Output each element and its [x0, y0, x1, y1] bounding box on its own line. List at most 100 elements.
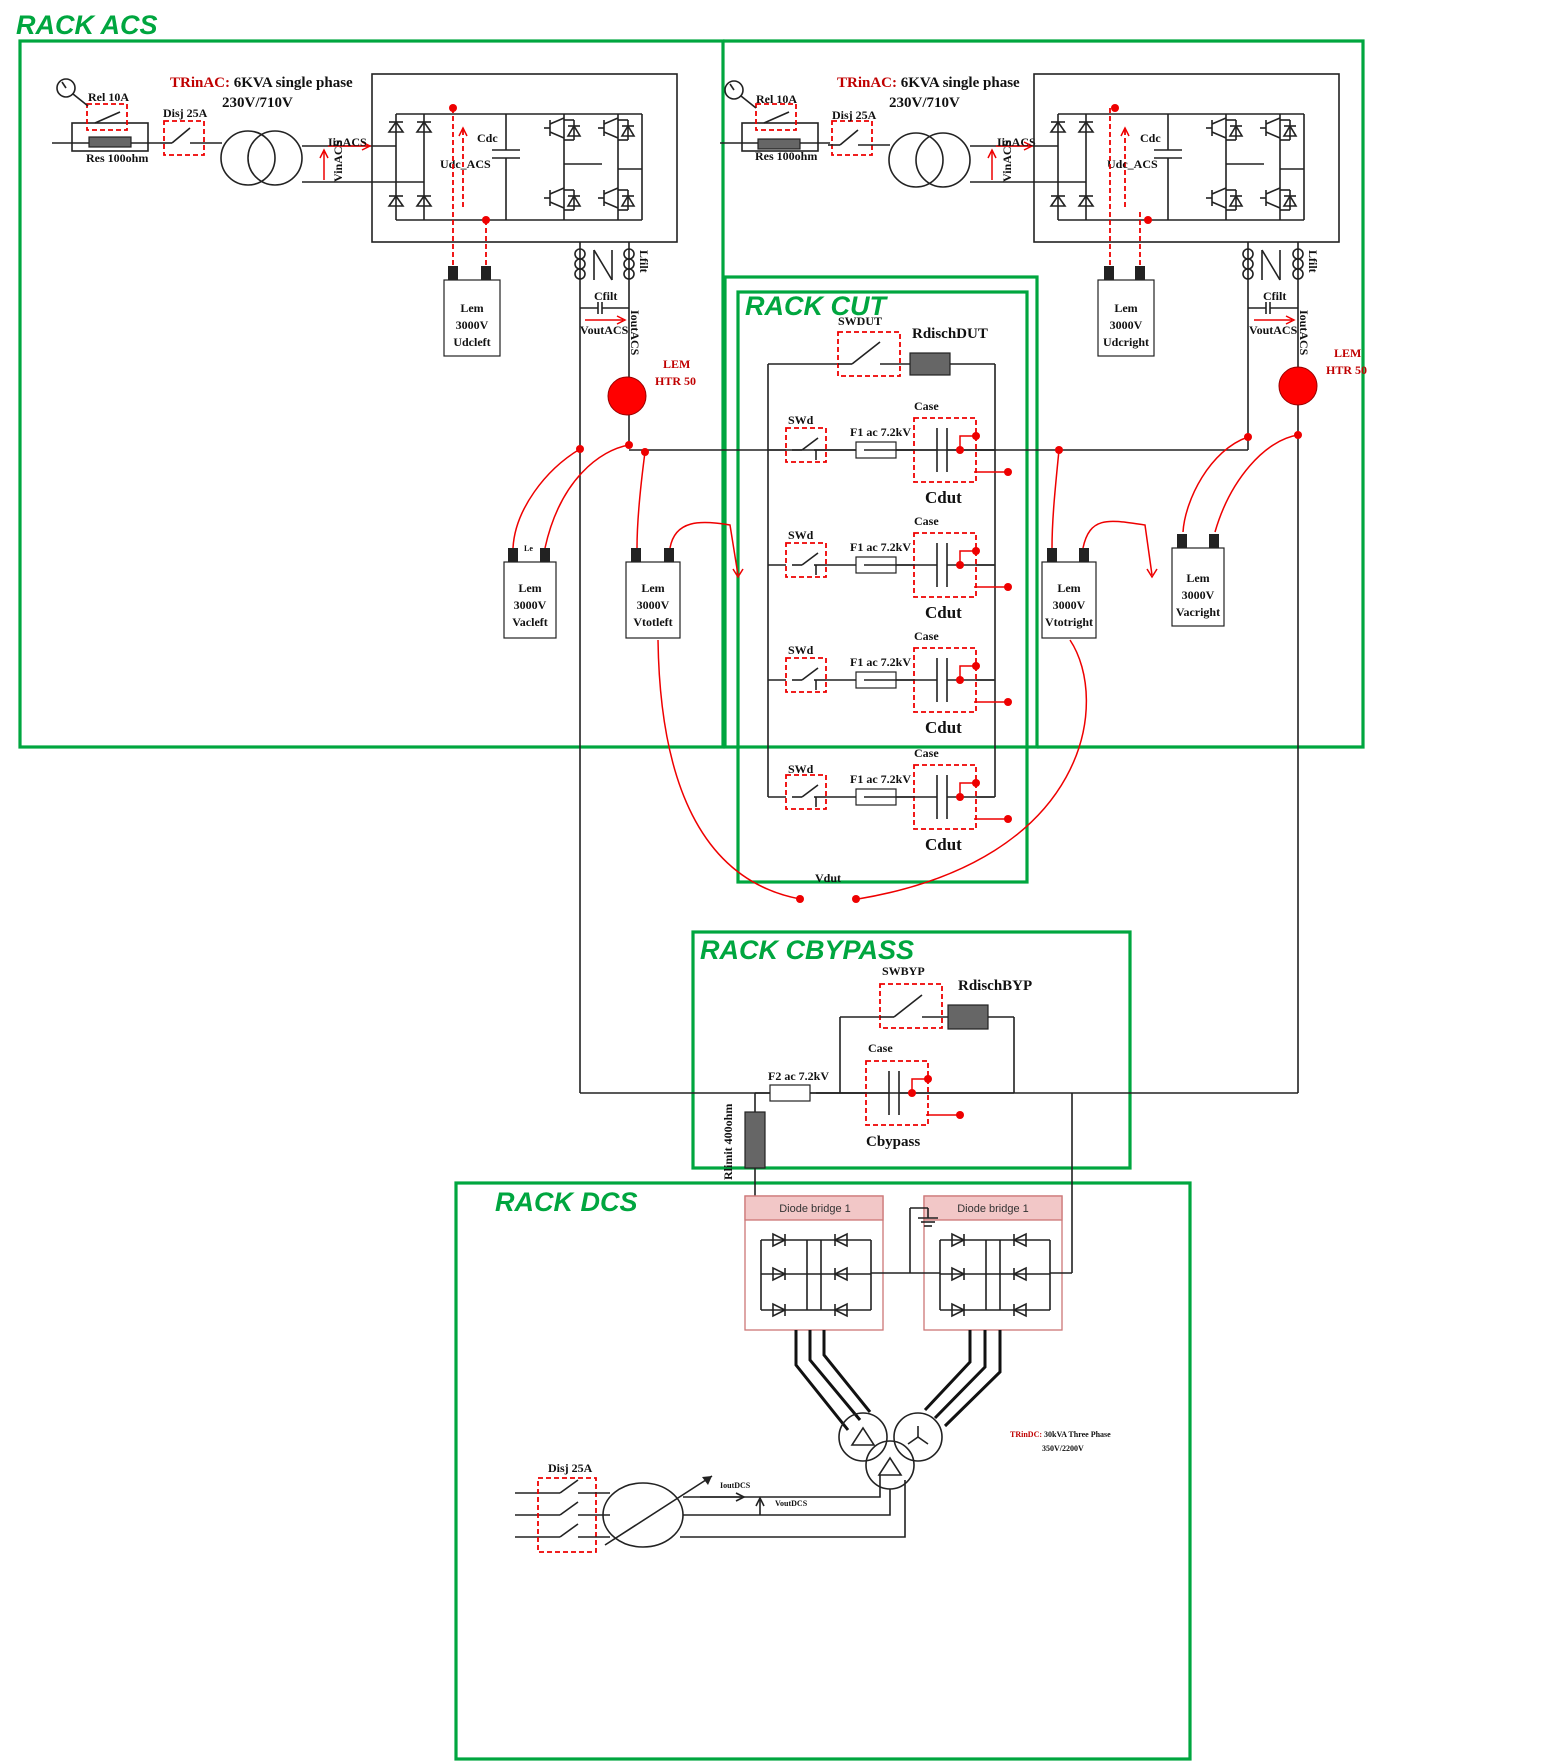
breaker-disj25a-left[interactable] [163, 120, 205, 156]
relay-label-left: Rel 10A [88, 90, 129, 104]
breaker-label-left: Disj 25A [163, 106, 208, 120]
rack-acs-left-frame [18, 39, 725, 749]
svg-text:Vtotright: Vtotright [1045, 615, 1093, 629]
rdischdut-label: RdischDUT [912, 326, 988, 342]
trinac-right-winding-1 [888, 132, 944, 188]
svg-text:TRinAC: 6KVA single phase: TRinAC: 6KVA single phase [170, 75, 353, 91]
svg-text:Lem: Lem [1114, 301, 1137, 315]
svg-text:Lem: Lem [1186, 571, 1209, 585]
res-100ohm-left [88, 136, 132, 148]
svg-text:F1 ac 7.2kV: F1 ac 7.2kV [850, 655, 911, 669]
trinac-spec-left: 6KVA single phase [234, 75, 353, 91]
svg-text:SWd: SWd [788, 643, 814, 657]
trinac-right-winding-2 [915, 132, 971, 188]
rack-cut-frame [736, 290, 1029, 884]
ioutacs-label-left: IoutACS [628, 310, 642, 356]
ioutacs-label-right: IoutACS [1297, 310, 1311, 356]
timer-icon [56, 78, 76, 98]
swdut-label: SWDUT [838, 314, 882, 328]
switch-swbyp[interactable] [879, 983, 943, 1029]
cdc-label-left: Cdc [477, 131, 498, 145]
trindc-spec: 30kVA Three Phase [1044, 1430, 1111, 1439]
rack-dcs-frame [454, 1181, 1192, 1761]
cut-branch-4: SWd F1 ac 7.2kV Case Cdut [768, 746, 1013, 854]
trindc-winding-2 [893, 1412, 943, 1462]
svg-text:F1 ac 7.2kV: F1 ac 7.2kV [850, 772, 911, 786]
svg-text:TRinDC: 30kVA Three Phase: TRinDC: 30kVA Three Phase [1010, 1430, 1111, 1439]
rlimit-resistor [744, 1111, 766, 1169]
timer-icon-right [724, 80, 744, 100]
svg-text:Case: Case [914, 514, 939, 528]
breaker-label-right: Disj 25A [832, 108, 877, 122]
ioutdcs-label: IoutDCS [720, 1481, 751, 1490]
rack-acs-right-frame [723, 39, 1365, 749]
lem-sensor-right-l1: LEM [1334, 346, 1361, 360]
lem-sensor-right-l2: HTR 50 [1326, 363, 1367, 377]
voutacs-label-left: VoutACS [580, 323, 629, 337]
trinac-left-winding-1 [220, 130, 276, 186]
acs-right-section: Rel 10A Res 100ohm Disj 25A TRinAC: 6KVA… [720, 73, 1367, 1093]
rdischdut-resistor [909, 352, 951, 376]
svg-text:3000V: 3000V [1182, 588, 1215, 602]
trinac-voltage-left: 230V/710V [222, 95, 293, 111]
svg-text:TRinAC: 6KVA single phase: TRinAC: 6KVA single phase [837, 75, 1020, 91]
trindc-prefix: TRinDC: [1010, 1430, 1042, 1439]
cut-branch-3: SWd F1 ac 7.2kV Case Cdut [768, 629, 1013, 737]
svg-text:Cdut: Cdut [925, 603, 962, 622]
variac [602, 1482, 684, 1548]
svg-text:SWd: SWd [788, 413, 814, 427]
rack-cut-outer-frame [723, 275, 1039, 749]
svg-text:F1 ac 7.2kV: F1 ac 7.2kV [850, 425, 911, 439]
switch-swdut[interactable] [837, 331, 901, 377]
svg-text:F1 ac 7.2kV: F1 ac 7.2kV [850, 540, 911, 554]
res-label-right: Res 100ohm [755, 149, 817, 163]
svg-text:Lem: Lem [1057, 581, 1080, 595]
cbypass-label: Cbypass [866, 1134, 920, 1150]
fuse-f2 [769, 1084, 811, 1102]
rack-cbypass-section: SWBYP RdischBYP F2 ac 7.2kV Case Cbypass… [580, 964, 1298, 1273]
relay-label-right: Rel 10A [756, 92, 797, 106]
svg-text:Cdut: Cdut [925, 835, 962, 854]
svg-text:Lem: Lem [518, 581, 541, 595]
svg-text:SWd: SWd [788, 762, 814, 776]
lem-udcright [1097, 279, 1155, 357]
svg-text:3000V: 3000V [514, 598, 547, 612]
svg-text:3000V: 3000V [1110, 318, 1143, 332]
f2-label: F2 ac 7.2kV [768, 1069, 829, 1083]
cdc-label-right: Cdc [1140, 131, 1161, 145]
rack-acs-title: RACK ACS [16, 10, 158, 40]
lem-udcleft [443, 279, 501, 357]
svg-text:Udcleft: Udcleft [453, 335, 490, 349]
rdischbyp-label: RdischBYP [958, 978, 1032, 994]
lfilt-label-left: Lfilt [637, 250, 651, 273]
trinac-spec-right: 6KVA single phase [901, 75, 1020, 91]
rack-cut-section: SWDUT RdischDUT SWd F1 ac 7.2kV Case Cdu… [767, 314, 1013, 885]
trindc-winding-1 [838, 1412, 888, 1462]
lem-vtotleft [625, 561, 681, 639]
vin-label-right: VinACS [1000, 139, 1014, 182]
swbyp-label: SWBYP [882, 964, 925, 978]
res-100ohm-right [757, 138, 801, 150]
lem-vacright [1171, 547, 1225, 627]
svg-text:3000V: 3000V [637, 598, 670, 612]
breaker-disj25a-right[interactable] [831, 120, 873, 156]
cfilt-label-right: Cfilt [1263, 289, 1286, 303]
rlimit-label: Rlimit 400ohm [721, 1104, 735, 1180]
rack-dcs-title: RACK DCS [495, 1187, 638, 1217]
rack-dcs-section: Diode bridge 1 Diode bridge 1 TRinDC: 30… [515, 1195, 1111, 1553]
breaker-disj25a-dcs[interactable] [537, 1477, 597, 1553]
breaker-label-dcs: Disj 25A [548, 1461, 593, 1475]
svg-text:Udcright: Udcright [1103, 335, 1149, 349]
trindc-voltage: 350V/2200V [1042, 1444, 1084, 1453]
le-tag: Le [524, 544, 533, 553]
rack-cbypass-title: RACK CBYPASS [700, 935, 914, 965]
svg-text:3000V: 3000V [1053, 598, 1086, 612]
iin-label-left: IinACS [328, 135, 367, 149]
trinac-voltage-right: 230V/710V [889, 95, 960, 111]
cfilt-label-left: Cfilt [594, 289, 617, 303]
svg-text:Cdut: Cdut [925, 718, 962, 737]
res-label-left: Res 100ohm [86, 151, 148, 165]
svg-text:Vacleft: Vacleft [512, 615, 548, 629]
iin-label-right: IinACS [997, 135, 1036, 149]
